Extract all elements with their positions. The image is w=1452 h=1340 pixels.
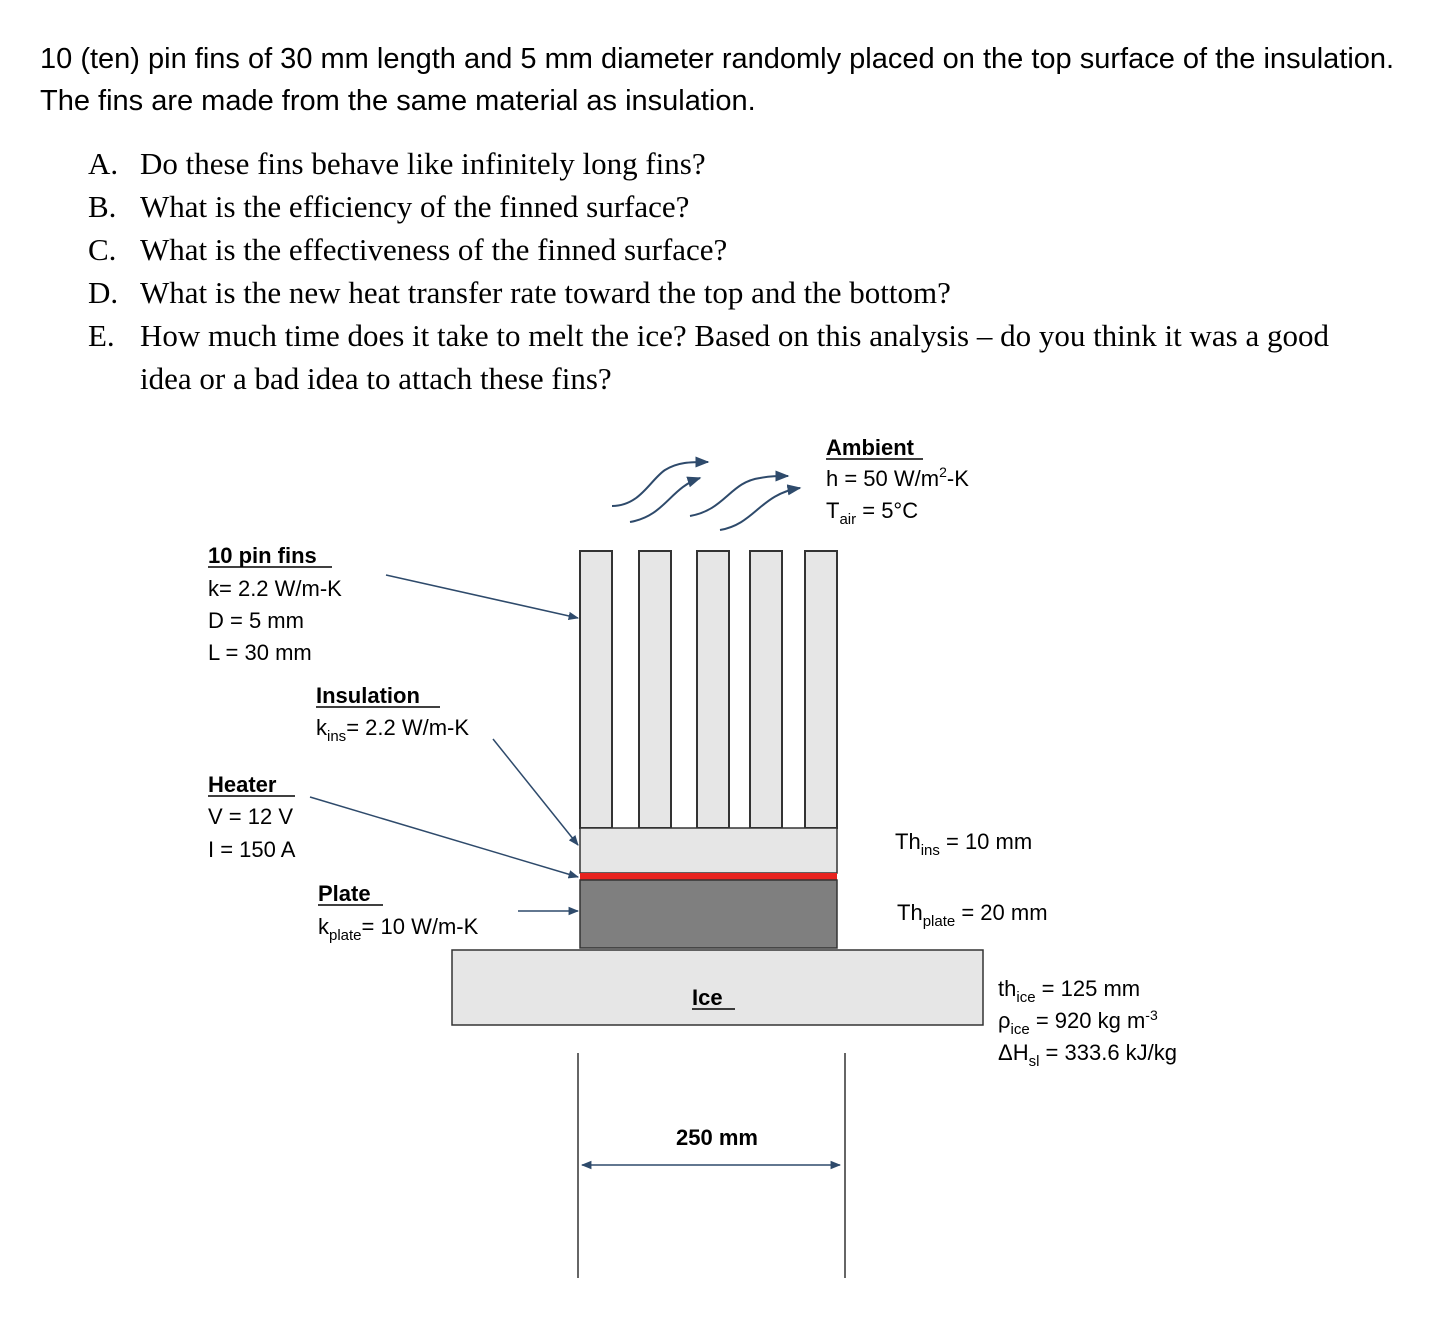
insulation-k: kins= 2.2 W/m-K <box>316 715 469 745</box>
question-list: A. Do these fins behave like infinitely l… <box>88 142 1378 400</box>
pin-fin <box>638 550 672 829</box>
width-label: 250 mm <box>676 1125 758 1150</box>
fins-d: D = 5 mm <box>208 608 304 633</box>
plate-thickness: Thplate = 20 mm <box>897 900 1048 930</box>
question-text: How much time does it take to melt the i… <box>140 318 1329 396</box>
insulation-title: Insulation <box>316 683 420 708</box>
fins-k: k= 2.2 W/m-K <box>208 576 342 601</box>
pin-fins <box>579 550 838 829</box>
fins-title: 10 pin fins <box>208 543 317 568</box>
question-c: C. What is the effectiveness of the finne… <box>88 228 1378 271</box>
question-letter: A. <box>88 146 119 181</box>
leader-arrows <box>309 574 580 916</box>
pin-fin <box>804 550 838 829</box>
question-d: D. What is the new heat transfer rate tow… <box>88 271 1378 314</box>
question-text: What is the effectiveness of the finned … <box>140 232 728 267</box>
plate-layer <box>579 879 838 949</box>
insulation-layer <box>579 827 838 874</box>
pin-fin <box>749 550 783 829</box>
heater-leader-arrow <box>309 796 580 879</box>
insulation-thickness: Thins = 10 mm <box>895 829 1032 859</box>
air-flow-icon <box>611 456 802 531</box>
insulation-leader-arrow <box>492 738 579 846</box>
question-e: E. How much time does it take to melt the… <box>88 314 1378 400</box>
question-text: What is the new heat transfer rate towar… <box>140 275 951 310</box>
pin-fin <box>579 550 613 829</box>
question-a: A. Do these fins behave like infinitely l… <box>88 142 1378 185</box>
problem-intro: 10 (ten) pin fins of 30 mm length and 5 … <box>40 43 1395 117</box>
question-text: Do these fins behave like infinitely lon… <box>140 146 706 181</box>
question-letter: B. <box>88 189 117 224</box>
ice-block <box>451 949 984 1026</box>
ice-label: Ice <box>692 985 723 1010</box>
plate-title: Plate <box>318 881 371 906</box>
heater-title: Heater <box>208 772 277 797</box>
fins-leader-arrow <box>385 574 580 621</box>
ice-latent-heat: ΔHsl = 333.6 kJ/kg <box>998 1040 1177 1070</box>
fins-l: L = 30 mm <box>208 640 312 665</box>
question-b: B. What is the efficiency of the finned s… <box>88 185 1378 228</box>
ambient-tair: Tair = 5°C <box>826 498 918 528</box>
ice-thickness: thice = 125 mm <box>998 976 1140 1006</box>
heater-strip <box>580 873 837 880</box>
question-letter: E. <box>88 318 115 353</box>
question-text: What is the efficiency of the finned sur… <box>140 189 690 224</box>
ambient-title: Ambient <box>826 435 915 460</box>
question-letter: D. <box>88 275 119 310</box>
ambient-h: h = 50 W/m2-K <box>826 464 969 491</box>
plate-k: kplate= 10 W/m-K <box>318 914 479 944</box>
question-letter: C. <box>88 232 117 267</box>
ice-density: ρice = 920 kg m-3 <box>998 1007 1158 1038</box>
pin-fin <box>696 550 730 829</box>
heater-current: I = 150 A <box>208 837 296 862</box>
heater-voltage: V = 12 V <box>208 804 293 829</box>
